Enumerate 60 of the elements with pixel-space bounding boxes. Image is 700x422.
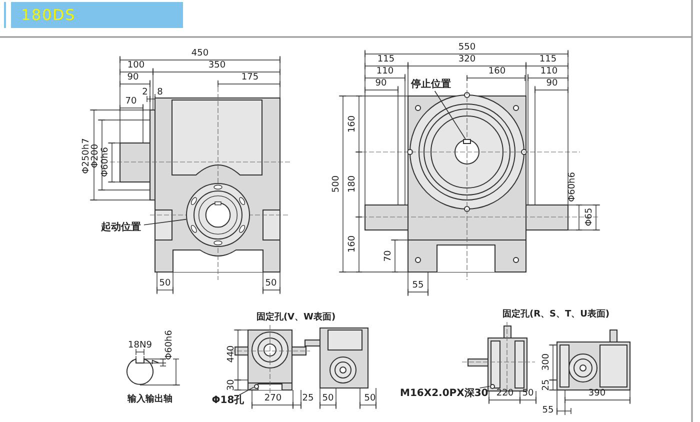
dimension-label: 50 — [322, 394, 334, 404]
dimension-label: 55 — [542, 406, 554, 416]
dimension-label: 160 — [348, 115, 358, 133]
dimension-label: 100 — [127, 62, 145, 70]
dimension-label: 500 — [332, 175, 342, 193]
dimension-label: 115 — [539, 56, 557, 64]
dimension-label: 70 — [384, 250, 394, 262]
dimension-label: 390 — [588, 390, 606, 398]
dimension-label: 270 — [264, 394, 282, 404]
leader-line — [238, 386, 254, 396]
leader-label: 停止位置 — [408, 79, 454, 91]
dimension-label: 55 — [412, 282, 424, 290]
dimension-label: 8 — [157, 88, 163, 98]
dimension-label: 18N9 — [128, 342, 152, 350]
dimension-label: 50 — [159, 280, 171, 288]
dimension-label: 50 — [522, 390, 534, 398]
dimension-label: Φ60h6 — [568, 172, 578, 202]
mounting-hole — [254, 384, 258, 388]
dimension-label: Φ250h7 — [82, 138, 92, 174]
dimension-label: Φ65 — [586, 208, 594, 226]
dial-drawing — [186, 183, 250, 247]
view-caption: 固定孔(V、W表面) — [256, 314, 336, 322]
dimension-label: 70 — [125, 98, 137, 106]
dimension-label: 550 — [458, 44, 476, 52]
dimension-label: 180 — [348, 175, 358, 193]
leader-line — [479, 386, 490, 388]
dimension-label: 175 — [241, 74, 259, 82]
view-caption: 固定孔(R、S、T、U表面) — [502, 310, 610, 320]
dimension-label: 220 — [496, 390, 514, 398]
dimension-label: 30 — [228, 379, 236, 391]
leader-line — [144, 218, 187, 226]
dimension-label: 90 — [127, 74, 139, 82]
dimension-label: 160 — [348, 235, 358, 253]
dimension-label: 25 — [542, 379, 552, 391]
dimension-label: Φ60h6 — [102, 147, 110, 177]
dimension-label: 50 — [364, 394, 376, 404]
mounting-hole — [490, 384, 494, 388]
dimension-label: Φ60h6 — [166, 330, 174, 360]
view-caption: 输入输出轴 — [128, 396, 172, 404]
title: 180DS — [21, 7, 76, 23]
dimension-label: 7 — [152, 359, 162, 365]
dimension-label: 320 — [458, 56, 476, 64]
dimension-label: 25 — [302, 394, 314, 404]
dimension-label: 50 — [265, 280, 277, 288]
dimension-label: 90 — [546, 80, 558, 88]
dimension-label: Φ200 — [92, 144, 100, 168]
keyway-slot — [463, 139, 471, 144]
dimension-label: 440 — [228, 345, 236, 363]
dimension-label: 110 — [376, 68, 394, 76]
dimension-label: 160 — [488, 68, 506, 76]
leader-label: M16X2.0PX深30 — [400, 388, 486, 400]
leader-label: Φ18孔 — [208, 395, 248, 407]
dimension-label: 2 — [142, 88, 148, 98]
dimension-label: 110 — [540, 68, 558, 76]
dimension-label: 300 — [542, 353, 552, 371]
dimension-label: 450 — [191, 50, 209, 58]
dimension-label: 115 — [377, 56, 395, 64]
leader-label: 起动位置 — [98, 222, 144, 234]
dimension-label: 350 — [208, 62, 226, 70]
dimension-label: 90 — [375, 80, 387, 88]
